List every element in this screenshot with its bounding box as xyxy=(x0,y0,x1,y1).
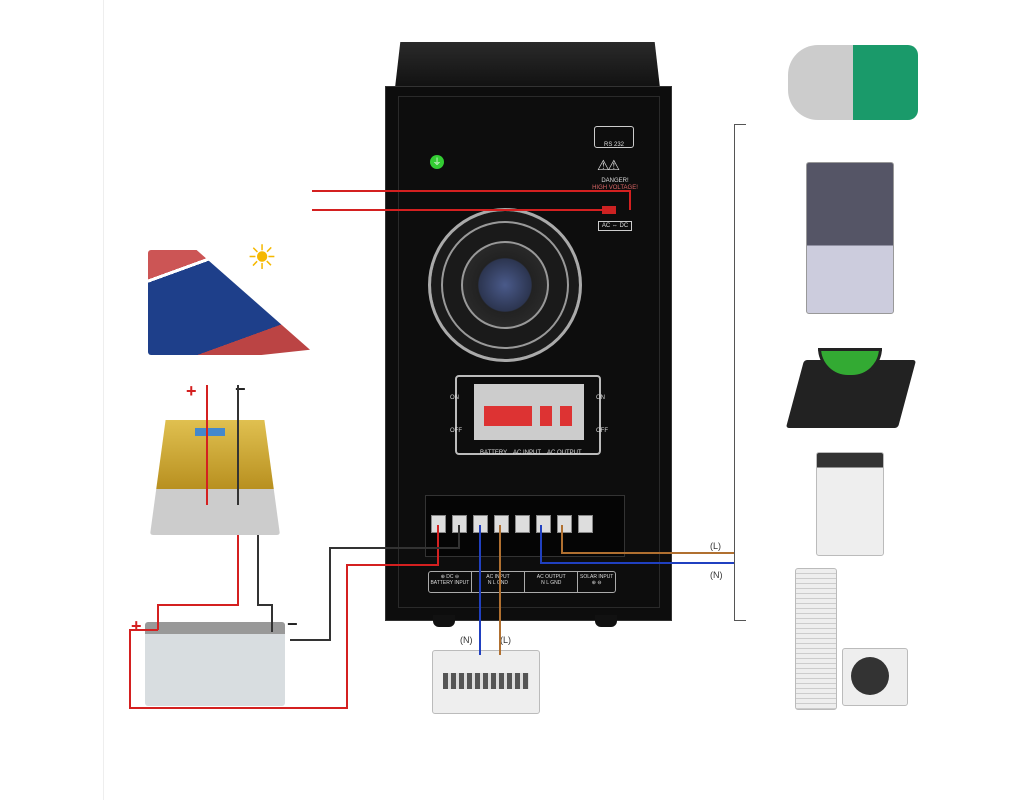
breaker-label-battery: BATTERY xyxy=(480,450,508,456)
battery-minus-label: − xyxy=(287,614,298,634)
ac-in-n-label: N xyxy=(487,580,492,586)
battery-plus-label: + xyxy=(131,616,142,636)
terminal-ac-out-n[interactable] xyxy=(536,515,551,533)
bracket xyxy=(734,124,746,621)
acdc-label: AC ⇔ DC xyxy=(598,221,632,231)
battery xyxy=(145,622,285,706)
solar-panel-house xyxy=(148,250,310,355)
solar-minus-label: ⊖ xyxy=(597,580,602,586)
washing-machine xyxy=(816,452,884,556)
power-switch[interactable] xyxy=(602,206,616,214)
danger-label: DANGER! xyxy=(601,178,629,184)
off-label-left: OFF xyxy=(450,428,462,434)
foot-right xyxy=(595,615,617,627)
terminal-ac-in-gnd[interactable] xyxy=(515,515,530,533)
inverter-bezel xyxy=(398,96,660,608)
rs232-label: RS 232 xyxy=(603,142,624,148)
battery-input-label: BATTERY INPUT xyxy=(430,580,470,586)
left-divider xyxy=(103,0,104,800)
ac-out-n-label: N xyxy=(541,580,545,586)
air-conditioner-indoor xyxy=(795,568,837,710)
output-n-label: (N) xyxy=(710,570,723,580)
dist-l-label: (L) xyxy=(500,635,511,645)
ac-out-l-label: L xyxy=(546,580,549,586)
controller-display xyxy=(195,428,225,436)
foot-left xyxy=(433,615,455,627)
controller-plus-label: + xyxy=(186,381,197,401)
high-voltage-label: HIGH VOLTAGE! xyxy=(592,185,638,191)
output-l-label: (L) xyxy=(710,541,721,551)
off-label-right: OFF xyxy=(596,428,608,434)
terminal-battery-neg[interactable] xyxy=(452,515,467,533)
terminal-ac-out-gnd[interactable] xyxy=(578,515,593,533)
solar-plus-label: ⊕ xyxy=(591,580,596,586)
solar-input-label: SOLAR INPUT xyxy=(580,574,614,580)
distribution-box xyxy=(432,650,540,714)
warning-icon: ⚠⚠ xyxy=(597,157,620,173)
breaker-label-ac-output: AC OUTPUT xyxy=(547,450,582,456)
terminal-ac-in-n[interactable] xyxy=(473,515,488,533)
controller-minus-label: − xyxy=(235,379,246,399)
inverter-top xyxy=(395,42,660,88)
refrigerator xyxy=(806,162,894,314)
water-pump xyxy=(788,45,918,120)
ac-out-gnd-label: GND xyxy=(550,580,562,586)
cooling-fan xyxy=(428,208,582,362)
terminal-battery-pos[interactable] xyxy=(431,515,446,533)
breaker-label-ac-input: AC INPUT xyxy=(513,450,542,456)
air-conditioner-outdoor xyxy=(842,648,908,706)
sun-icon: ☀ xyxy=(246,239,278,277)
terminal-ac-out-l[interactable] xyxy=(557,515,572,533)
ac-input-label: AC INPUT xyxy=(486,574,510,580)
ac-in-gnd-label: GND xyxy=(496,580,509,586)
breaker-panel xyxy=(455,375,601,455)
ac-output-label: AC OUTPUT xyxy=(536,574,566,580)
on-label-left: ON xyxy=(450,395,459,401)
on-label-right: ON xyxy=(596,395,605,401)
dist-n-label: (N) xyxy=(460,635,473,645)
ground-icon: ⏚ xyxy=(430,155,444,169)
rs232-port[interactable] xyxy=(594,126,634,148)
terminal-ac-in-l[interactable] xyxy=(494,515,509,533)
breakers[interactable] xyxy=(474,384,584,440)
charge-controller xyxy=(150,420,280,535)
ac-in-l-label: L xyxy=(492,580,496,586)
